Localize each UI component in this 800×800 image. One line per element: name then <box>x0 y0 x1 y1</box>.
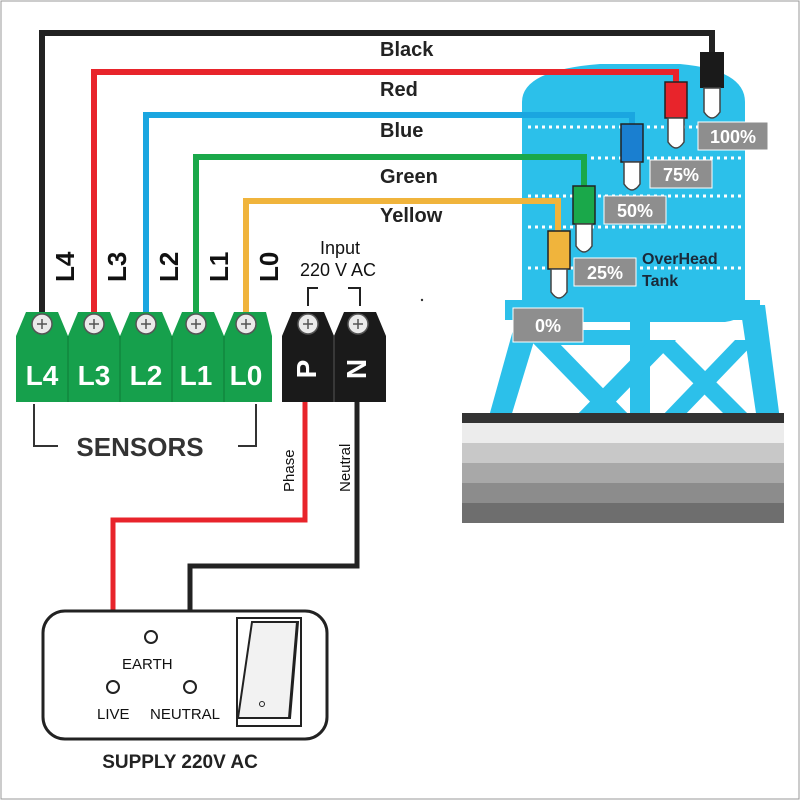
line-label-l3: L3 <box>102 252 132 282</box>
wire-green <box>193 154 587 312</box>
line-label-l2: L2 <box>154 252 184 282</box>
level-badges: 100% 75% 50% 25% 0% <box>512 121 769 343</box>
wire-blue <box>143 112 635 312</box>
ground <box>462 413 784 523</box>
level-100: 100% <box>710 127 756 147</box>
socket-switch[interactable] <box>236 617 302 727</box>
level-25: 25% <box>587 263 623 283</box>
socket-neutral-label: NEUTRAL <box>150 706 220 723</box>
wire-red <box>91 69 679 312</box>
tank-label-1: OverHead <box>642 251 718 268</box>
earth-hole <box>144 630 158 644</box>
input-label-2: 220 V AC <box>300 260 376 280</box>
socket-live-label: LIVE <box>97 706 130 723</box>
wire-black <box>39 30 715 312</box>
terminal-neutral: N <box>341 359 372 379</box>
wire-label-yellow: Yellow <box>380 205 443 227</box>
sensors-label: SENSORS <box>76 432 203 462</box>
wire-label-black: Black <box>380 39 434 61</box>
supply-label: SUPPLY 220V AC <box>102 752 258 773</box>
terminal-l3: L3 <box>78 360 111 391</box>
terminal-l1: L1 <box>180 360 213 391</box>
probes <box>547 52 724 299</box>
input-label-1: Input <box>320 238 360 258</box>
level-50: 50% <box>617 201 653 221</box>
live-hole <box>106 680 120 694</box>
probe-black <box>700 52 724 119</box>
wire-phase <box>110 402 308 684</box>
wire-label-blue: Blue <box>380 120 423 142</box>
terminal-l4: L4 <box>26 360 59 391</box>
level-75: 75% <box>663 165 699 185</box>
tank-label-2: Tank <box>642 273 678 290</box>
terminal-l2: L2 <box>130 360 163 391</box>
terminal-phase: P <box>291 360 322 379</box>
wire-label-red: Red <box>380 79 418 101</box>
line-label-l1: L1 <box>204 252 234 282</box>
probe-red <box>664 81 688 149</box>
supply-socket: EARTH LIVE NEUTRAL <box>41 609 329 741</box>
power-terminal-block: P N <box>282 312 386 402</box>
probe-yellow <box>547 230 571 299</box>
terminal-l0: L0 <box>230 360 263 391</box>
neutral-wire-label: Neutral <box>337 444 354 492</box>
sensor-wires <box>39 30 715 312</box>
wire-label-green: Green <box>380 166 438 188</box>
line-label-l0: L0 <box>254 252 284 282</box>
level-0: 0% <box>535 316 561 336</box>
sensors-bracket <box>33 404 257 447</box>
probe-blue <box>620 123 644 191</box>
neutral-hole <box>183 680 197 694</box>
phase-wire-label: Phase <box>281 449 298 492</box>
line-label-l4: L4 <box>50 251 80 282</box>
probe-green <box>572 185 596 253</box>
wire-yellow <box>243 198 561 312</box>
socket-earth-label: EARTH <box>122 656 173 673</box>
sensor-terminal-block: L4 L3 L2 L1 L0 <box>16 312 272 402</box>
input-bracket <box>307 287 361 306</box>
